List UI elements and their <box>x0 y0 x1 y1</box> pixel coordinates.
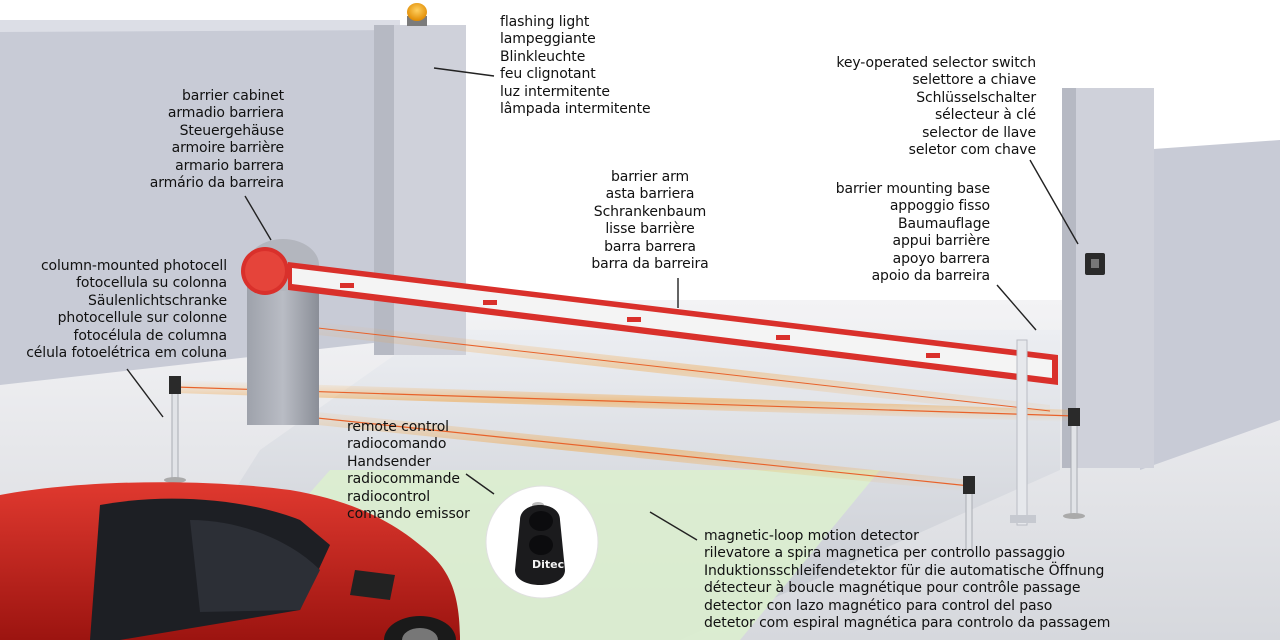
label-line: feu clignotant <box>500 66 596 83</box>
label-line: apoyo barrera <box>892 250 991 267</box>
label-line: comando emissor <box>347 506 470 523</box>
label-line: lâmpada intermitente <box>500 101 651 118</box>
label-magnetic-loop: magnetic-loop motion detector rilevatore… <box>704 528 1110 632</box>
label-line: remote control <box>347 419 449 435</box>
label-line: armario barrera <box>175 157 284 174</box>
label-line: radiocontrol <box>347 488 431 505</box>
label-line: célula fotoelétrica em coluna <box>26 345 227 362</box>
label-line: appui barrière <box>892 233 991 250</box>
label-line: Baumauflage <box>898 215 990 232</box>
label-line: appoggio fisso <box>889 198 990 215</box>
label-line: magnetic-loop motion detector <box>704 528 919 544</box>
label-line: fotocellula su colonna <box>76 275 227 292</box>
label-line: barrier mounting base <box>835 181 990 197</box>
label-line: selector de llave <box>922 124 1036 141</box>
photocell-column-right <box>1063 408 1085 519</box>
mounting-base-post <box>1016 339 1028 526</box>
label-line: Handsender <box>347 453 431 470</box>
label-line: radiocomando <box>347 436 447 453</box>
remote-brand-logo: Ditec <box>532 558 565 571</box>
label-line: lampeggiante <box>500 31 596 48</box>
car-mirror <box>350 570 395 600</box>
label-line: column-mounted photocell <box>40 258 227 274</box>
photocell-column-mid <box>963 476 975 551</box>
label-line: asta barriera <box>605 186 695 203</box>
label-remote-control: remote control radiocomando Handsender r… <box>347 419 470 523</box>
label-line: barra barrera <box>604 238 696 255</box>
label-line: fotocélula de columna <box>73 327 227 344</box>
leader-lines <box>126 67 1079 541</box>
label-line: armadio barriera <box>167 105 284 122</box>
barrier-arm-inner <box>292 268 1052 378</box>
label-line: armoire barrière <box>171 140 284 157</box>
label-line: Schrankenbaum <box>593 203 707 220</box>
flashing-light-lamp <box>407 3 427 21</box>
label-line: key-operated selector switch <box>836 55 1036 71</box>
label-line: radiocommande <box>347 471 460 488</box>
label-line: sélecteur à clé <box>934 107 1036 124</box>
label-line: détecteur à boucle magnétique pour contr… <box>704 580 1081 597</box>
label-line: selettore a chiave <box>912 72 1036 89</box>
label-line: barrier arm <box>610 169 690 185</box>
barrier-arm-stripes <box>340 283 940 358</box>
label-line: barra da barreira <box>591 256 709 273</box>
label-line: Säulenlichtschranke <box>88 292 227 309</box>
label-line: barrier cabinet <box>182 88 284 104</box>
label-line: Induktionsschleifendetektor für die auto… <box>704 562 1105 579</box>
right-pillar <box>1062 88 1154 468</box>
label-barrier-arm: barrier arm asta barriera Schrankenbaum … <box>586 169 714 273</box>
label-line: rilevatore a spira magnetica per control… <box>704 545 1065 562</box>
label-line: Schlüsselschalter <box>916 89 1036 106</box>
label-barrier-cabinet: barrier cabinet armadio barriera Steuerg… <box>150 88 284 192</box>
label-line: Blinkleuchte <box>500 48 586 65</box>
label-line: apoio da barreira <box>871 268 991 285</box>
label-line: luz intermitente <box>500 83 610 100</box>
right-wall <box>1140 140 1280 470</box>
label-line: detector con lazo magnético para control… <box>704 597 1053 614</box>
label-line: lisse barrière <box>605 221 695 238</box>
label-mounting-base: barrier mounting base appoggio fisso Bau… <box>836 181 990 285</box>
car <box>0 482 460 640</box>
label-line: Steuergehäuse <box>179 122 285 139</box>
label-line: seletor com chave <box>908 142 1036 159</box>
label-line: flashing light <box>500 14 590 30</box>
label-line: detetor com espiral magnética para contr… <box>704 615 1111 632</box>
label-flashing-light: flashing light lampeggiante Blinkleuchte… <box>500 14 651 118</box>
label-line: photocellule sur colonne <box>57 310 227 327</box>
label-key-selector: key-operated selector switch selettore a… <box>836 55 1036 159</box>
photocell-column-left <box>164 376 186 483</box>
label-line: armário da barreira <box>149 175 284 192</box>
label-photocell: column-mounted photocell fotocellula su … <box>26 258 227 362</box>
